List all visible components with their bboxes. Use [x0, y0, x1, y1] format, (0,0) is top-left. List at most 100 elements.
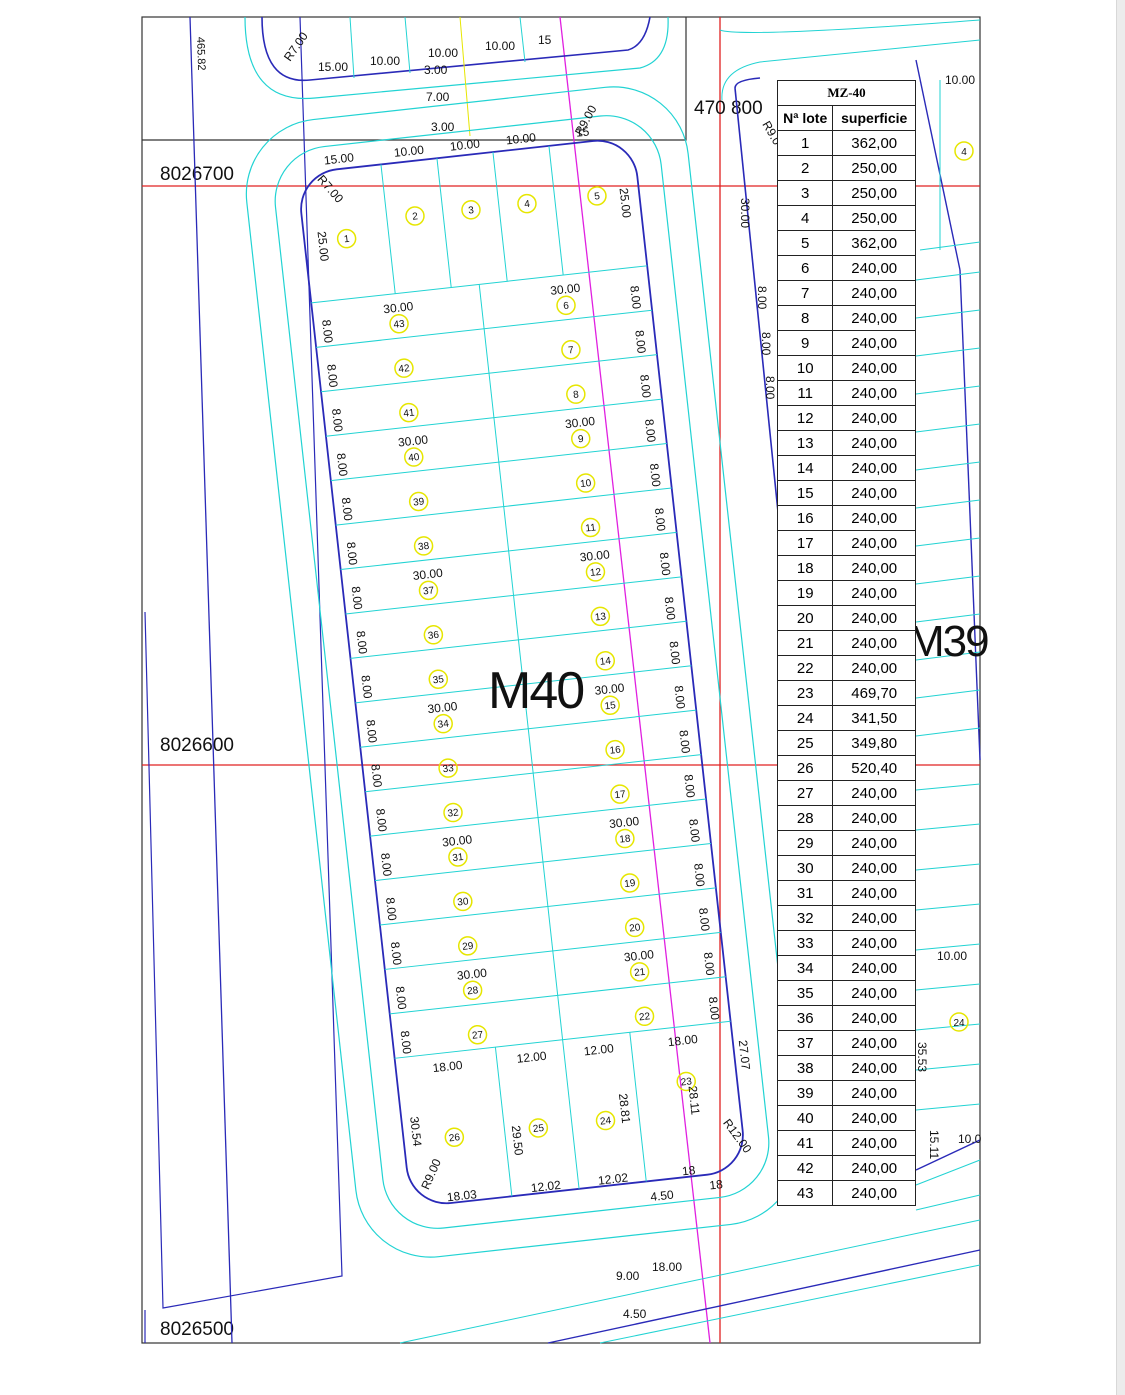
top-block: R7.00 15.00 10.00 10.00 10.00 15 3.00 7.… [244, 16, 669, 137]
lot-area: 240,00 [832, 380, 916, 406]
lot-number: 37 [422, 585, 435, 597]
lot-marker[interactable]: 32 [443, 802, 463, 823]
lot-marker[interactable]: 39 [408, 491, 429, 512]
lot-marker[interactable]: 3 [461, 200, 481, 220]
lot-marker[interactable]: 43 [389, 313, 409, 334]
lot-marker[interactable]: 2 [405, 206, 425, 226]
lot-marker[interactable]: 38 [413, 536, 434, 556]
lot-marker[interactable]: 1 [336, 228, 357, 249]
dim-label: 18.00 [667, 1032, 699, 1049]
lot-marker[interactable]: 42 [394, 358, 414, 378]
dim-label: 10.00 [449, 136, 481, 153]
dim-label: 30.54 [407, 1116, 424, 1148]
dim-label: 3.00 [424, 63, 448, 77]
lot-area: 240,00 [832, 980, 916, 1006]
bottom-road: 9.00 18.00 4.50 [399, 1219, 981, 1344]
lot-marker[interactable]: 25 [528, 1118, 549, 1138]
page-edge [1116, 0, 1125, 1395]
lot-line [478, 284, 564, 1040]
road-edge-inner [274, 115, 770, 1229]
dim-label: 18.03 [446, 1187, 478, 1204]
lot-marker[interactable]: 30 [453, 891, 473, 912]
lot-marker[interactable]: 13 [590, 606, 611, 627]
lot-marker[interactable]: 7 [561, 339, 581, 360]
lot-marker[interactable]: 20 [624, 917, 645, 938]
lot-marker[interactable]: 28 [462, 980, 483, 1001]
lot-line [384, 931, 721, 970]
dim-label: 30.00 [738, 198, 752, 228]
lot-circle [467, 1024, 488, 1045]
lot-number: 17 [776, 530, 834, 556]
lot-marker[interactable]: 31 [448, 847, 468, 867]
dim-label: R9.00 [418, 1156, 444, 1191]
lot-area: 240,00 [832, 480, 916, 506]
lot-circle [457, 936, 478, 956]
lot-circle [676, 1071, 696, 1092]
dim-label: 18 [681, 1163, 696, 1178]
dim-label: 8.00 [373, 808, 390, 833]
lot-marker[interactable]: 17 [610, 784, 630, 804]
left-length-label: 465.82 [194, 37, 207, 71]
lot-marker[interactable]: 15 [600, 695, 620, 715]
lot-number: 6 [563, 300, 570, 312]
lot-marker[interactable]: 40 [404, 447, 424, 467]
lot-line [629, 1032, 647, 1182]
lot-marker[interactable]: 27 [467, 1024, 488, 1045]
lot-marker[interactable]: 37 [418, 580, 439, 601]
lot-marker[interactable]: 24 [595, 1110, 616, 1131]
lot-marker[interactable]: 14 [595, 651, 616, 671]
lot-marker[interactable]: 23 [676, 1071, 696, 1092]
lot-marker[interactable]: 6 [556, 295, 576, 316]
lot-marker[interactable]: 12 [585, 562, 606, 582]
lot-number: 5 [776, 230, 834, 256]
dim-label: 8.00 [652, 507, 669, 532]
dim-label: 8.00 [657, 552, 674, 577]
lot-marker[interactable]: 5 [587, 186, 607, 206]
block-m39: 4 24 10.00 30.00 8.00 8.00 8.00 R9.0 10.… [719, 19, 990, 1211]
lot-number: 21 [776, 630, 834, 656]
lot-circle [566, 384, 586, 404]
lot-number: 9 [776, 330, 834, 356]
lot-circle [585, 562, 606, 582]
lot-marker[interactable]: 8 [566, 384, 586, 404]
lot-area: 520,40 [832, 755, 916, 781]
lot-marker[interactable]: 22 [634, 1006, 655, 1027]
lot-marker[interactable]: 18 [615, 828, 635, 849]
lot-number: 18 [776, 555, 834, 581]
table-title: MZ-40 [777, 80, 916, 106]
lot-line [915, 537, 981, 547]
lot-marker[interactable]: 21 [629, 962, 650, 982]
lot-marker[interactable]: 33 [438, 758, 458, 778]
dim-label: 8.00 [676, 729, 693, 754]
lot-marker[interactable]: 35 [428, 669, 449, 689]
lot-marker[interactable]: 4 [517, 193, 537, 214]
lot-marker[interactable]: 11 [580, 517, 601, 538]
lot-number: 24 [953, 1018, 965, 1029]
lot-marker[interactable]: 19 [620, 873, 640, 893]
dim-label: 8.00 [637, 374, 654, 399]
lot-marker[interactable]: 9 [570, 428, 591, 449]
lot-number: 35 [432, 674, 445, 686]
lot-circle [453, 891, 473, 912]
lot-line [360, 709, 697, 748]
lot-line [389, 976, 726, 1015]
lot-number: 9 [577, 434, 584, 446]
lot-marker[interactable]: 36 [423, 625, 444, 645]
lot-marker[interactable]: 26 [444, 1127, 465, 1147]
lot-line [436, 158, 452, 288]
lot-marker[interactable]: 29 [457, 936, 478, 956]
lot-marker[interactable]: 41 [399, 402, 419, 423]
lot-marker[interactable]: 10 [575, 473, 596, 493]
lot-marker[interactable]: 34 [433, 713, 453, 734]
lot-number: 27 [472, 1030, 485, 1042]
lot-number: 32 [776, 905, 834, 931]
lot-marker[interactable]: 16 [605, 739, 625, 760]
dim-label: 30.00 [594, 681, 626, 698]
lot-line [915, 1063, 981, 1071]
lot-circle [336, 228, 357, 249]
